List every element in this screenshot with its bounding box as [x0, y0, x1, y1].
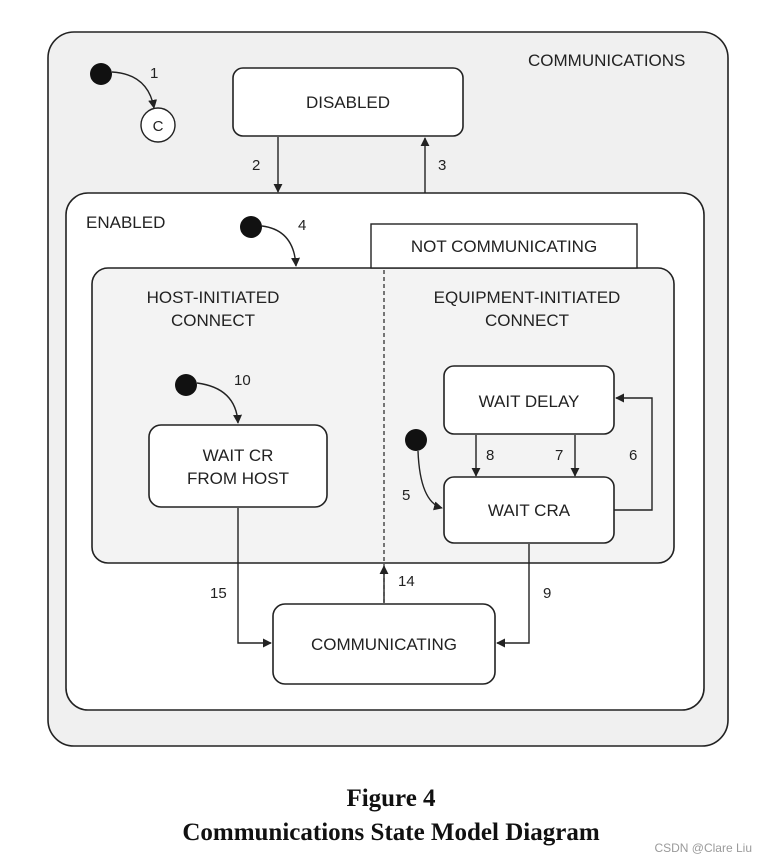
not-communicating-label: NOT COMMUNICATING [411, 237, 597, 256]
transition-6-arrow [614, 393, 653, 511]
initial-dot-10 [175, 374, 197, 396]
not-communicating-tab [370, 223, 638, 269]
host-initiated-title-line1: HOST-INITIATED [147, 288, 280, 307]
transition-15-label: 15 [210, 585, 227, 602]
transition-1-label: 1 [150, 65, 158, 82]
initial-dot-1 [90, 63, 112, 85]
state-disabled [232, 67, 464, 137]
state-wait-cr-label-line2: FROM HOST [187, 469, 289, 488]
transition-6-label: 6 [629, 447, 637, 464]
equipment-initiated-title-line1: EQUIPMENT-INITIATED [434, 288, 621, 307]
enabled-label: ENABLED [86, 213, 165, 232]
state-disabled-label: DISABLED [306, 93, 390, 112]
state-wait-cr-from-host [148, 424, 328, 508]
communications-label: COMMUNICATIONS [528, 51, 685, 70]
figure-caption-number: Figure 4 [346, 785, 436, 812]
transition-10-arrow [196, 382, 243, 424]
transition-14-label: 14 [398, 573, 415, 590]
state-communicating-label: COMMUNICATING [311, 635, 457, 654]
transition-9-arrow [496, 544, 530, 648]
history-marker [140, 107, 176, 143]
transition-15-arrow [237, 508, 272, 648]
transition-5-label: 5 [402, 487, 410, 504]
state-wait-cra-label: WAIT CRA [488, 501, 571, 520]
initial-dot-4 [240, 216, 262, 238]
transition-4-label: 4 [298, 217, 306, 234]
transition-5-arrow [417, 450, 443, 511]
transition-1-arrow [111, 71, 158, 109]
state-communicating [272, 603, 496, 685]
transition-9-label: 9 [543, 585, 551, 602]
figure-caption-title: Communications State Model Diagram [182, 819, 599, 846]
state-wait-delay-label: WAIT DELAY [479, 392, 580, 411]
transition-10-label: 10 [234, 372, 251, 389]
equipment-initiated-title-line2: CONNECT [485, 311, 569, 330]
transition-2-label: 2 [252, 157, 260, 174]
host-initiated-title-line2: CONNECT [171, 311, 255, 330]
transition-7-label: 7 [555, 447, 563, 464]
transition-4-arrow [261, 225, 301, 267]
history-marker-label: C [153, 118, 164, 135]
transition-8-label: 8 [486, 447, 494, 464]
initial-dot-5 [405, 429, 427, 451]
state-wait-delay [443, 365, 615, 435]
transition-3-label: 3 [438, 157, 446, 174]
watermark-text: CSDN @Clare Liu [654, 841, 752, 855]
state-wait-cr-label-line1: WAIT CR [203, 446, 274, 465]
